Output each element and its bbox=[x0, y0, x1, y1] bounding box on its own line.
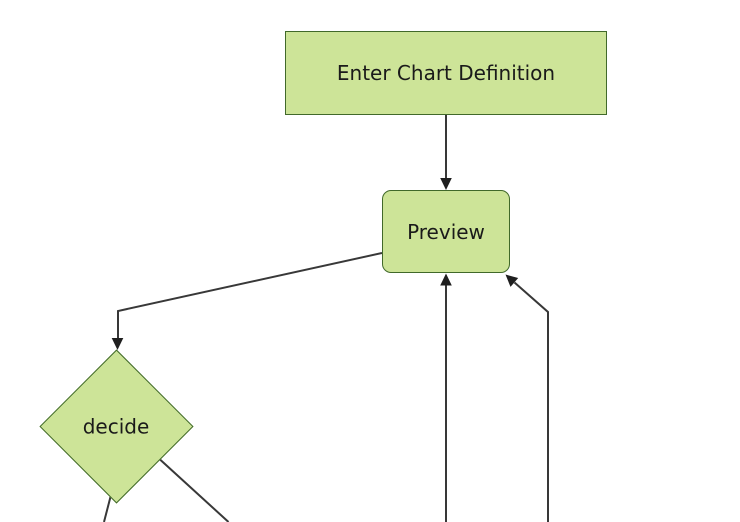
node-preview-label: Preview bbox=[407, 219, 485, 244]
edge-decide-to-bottom-right bbox=[159, 458, 230, 522]
arrowhead-decide-top bbox=[111, 338, 124, 350]
edge-preview-to-decide bbox=[117, 252, 383, 339]
node-enter-chart-definition-label: Enter Chart Definition bbox=[336, 61, 556, 85]
arrowhead-preview-top bbox=[440, 178, 452, 190]
node-decide-label: decide bbox=[83, 414, 150, 439]
arrowhead-preview-corner bbox=[505, 274, 519, 287]
arrowhead-preview-bottom bbox=[440, 273, 452, 286]
node-preview: Preview bbox=[382, 190, 510, 273]
edge-bottom-to-preview-corner bbox=[513, 281, 549, 522]
node-enter-chart-definition: Enter Chart Definition bbox=[285, 31, 607, 115]
